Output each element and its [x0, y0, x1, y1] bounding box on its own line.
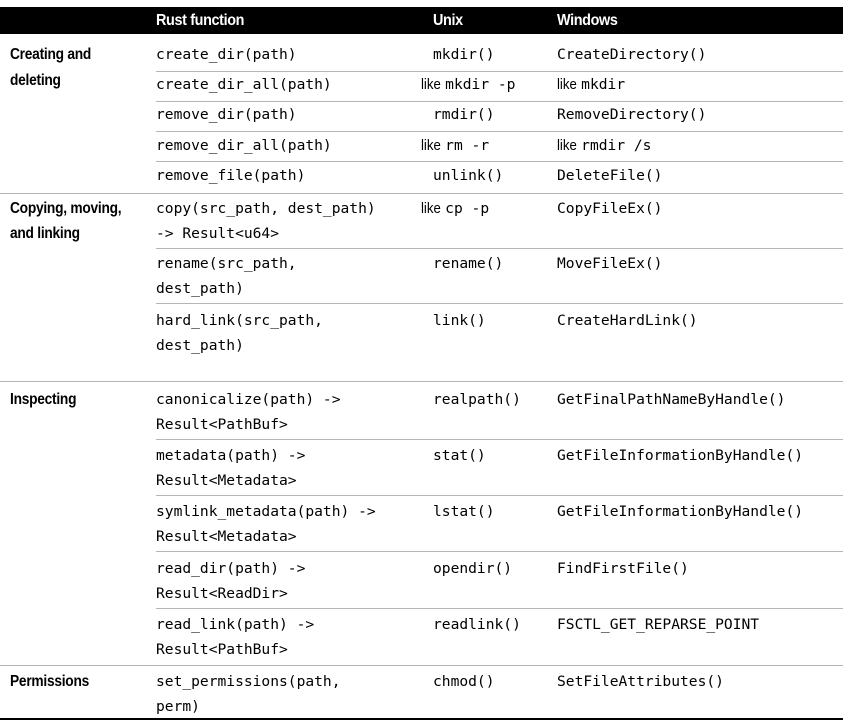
rust-function-line1: copy(src_path, dest_path)	[156, 200, 376, 217]
row-divider	[156, 439, 843, 440]
windows-equivalent: CreateHardLink()	[557, 312, 698, 329]
like-word: like	[557, 137, 577, 154]
rust-function-line1: metadata(path) ->	[156, 447, 306, 464]
row-divider	[156, 495, 843, 496]
header-windows: Windows	[557, 12, 618, 29]
like-word: like	[421, 76, 441, 93]
row-divider	[156, 248, 843, 249]
unix-equivalent: readlink()	[433, 616, 521, 633]
windows-equivalent: RemoveDirectory()	[557, 106, 707, 123]
category-creating-line2: deleting	[10, 72, 61, 89]
windows-code: rmdir /s	[581, 137, 652, 154]
rust-function-line2: dest_path)	[156, 280, 244, 297]
unix-equivalent: stat()	[433, 447, 486, 464]
unix-code: rm -r	[445, 137, 490, 154]
rust-function-line2: perm)	[156, 698, 200, 715]
rust-function-line1: read_link(path) ->	[156, 616, 315, 633]
category-copying-line1: Copying, moving,	[10, 200, 122, 217]
section-divider	[0, 193, 843, 194]
windows-equivalent: FindFirstFile()	[557, 560, 689, 577]
rust-function-line2: dest_path)	[156, 337, 244, 354]
unix-equivalent: like mkdir -p	[421, 72, 515, 98]
unix-equivalent: mkdir()	[433, 46, 495, 63]
windows-code: mkdir	[581, 76, 626, 93]
category-inspecting: Inspecting	[10, 391, 77, 408]
row-divider	[156, 161, 843, 162]
unix-equivalent: like cp -p	[421, 196, 489, 222]
rust-function: create_dir_all(path)	[156, 76, 332, 93]
table-header: Rust function Unix Windows	[0, 7, 843, 34]
rust-function-line2: Result<Metadata>	[156, 528, 297, 545]
windows-equivalent: DeleteFile()	[557, 167, 663, 184]
rust-function-line1: read_dir(path) ->	[156, 560, 306, 577]
category-permissions: Permissions	[10, 673, 89, 690]
windows-equivalent: SetFileAttributes()	[557, 673, 724, 690]
windows-equivalent: FSCTL_GET_REPARSE_POINT	[557, 616, 760, 633]
table-bottom-rule	[0, 718, 843, 720]
windows-equivalent: GetFinalPathNameByHandle()	[557, 391, 786, 408]
windows-equivalent: CopyFileEx()	[557, 200, 663, 217]
unix-equivalent: rename()	[433, 255, 504, 272]
header-unix: Unix	[433, 12, 463, 29]
rust-function-line1: symlink_metadata(path) ->	[156, 503, 376, 520]
section-divider	[0, 381, 843, 382]
rust-function-line1: set_permissions(path,	[156, 673, 341, 690]
windows-equivalent: like mkdir	[557, 72, 625, 98]
unix-equivalent: opendir()	[433, 560, 513, 577]
category-creating-line1: Creating and	[10, 46, 92, 63]
row-divider	[156, 71, 843, 72]
rust-function-line2: Result<ReadDir>	[156, 585, 288, 602]
rust-function-line2: Result<Metadata>	[156, 472, 297, 489]
windows-equivalent: GetFileInformationByHandle()	[557, 503, 804, 520]
rust-function-line2: -> Result<u64>	[156, 225, 280, 242]
rust-function-line1: hard_link(src_path,	[156, 312, 323, 329]
unix-code: mkdir -p	[445, 76, 516, 93]
unix-equivalent: like rm -r	[421, 133, 489, 159]
rust-function: create_dir(path)	[156, 46, 297, 63]
rust-function: remove_dir_all(path)	[156, 137, 332, 154]
like-word: like	[421, 137, 441, 154]
category-copying-line2: and linking	[10, 225, 80, 242]
rust-function-line1: rename(src_path,	[156, 255, 297, 272]
windows-equivalent: CreateDirectory()	[557, 46, 707, 63]
rust-function-line2: Result<PathBuf>	[156, 416, 288, 433]
windows-equivalent: GetFileInformationByHandle()	[557, 447, 804, 464]
row-divider	[156, 303, 843, 304]
unix-code: cp -p	[445, 200, 490, 217]
like-word: like	[557, 76, 577, 93]
unix-equivalent: link()	[433, 312, 486, 329]
rust-function-line2: Result<PathBuf>	[156, 641, 288, 658]
unix-equivalent: realpath()	[433, 391, 521, 408]
windows-equivalent: like rmdir /s	[557, 133, 651, 159]
windows-equivalent: MoveFileEx()	[557, 255, 663, 272]
rust-function: remove_dir(path)	[156, 106, 297, 123]
rust-function: remove_file(path)	[156, 167, 306, 184]
row-divider	[156, 101, 843, 102]
row-divider	[156, 551, 843, 552]
rust-function-line1: canonicalize(path) ->	[156, 391, 341, 408]
row-divider	[156, 131, 843, 132]
section-divider	[0, 665, 843, 666]
unix-equivalent: rmdir()	[433, 106, 495, 123]
unix-equivalent: unlink()	[433, 167, 504, 184]
row-divider	[156, 608, 843, 609]
unix-equivalent: lstat()	[433, 503, 495, 520]
header-rust-function: Rust function	[156, 12, 245, 29]
unix-equivalent: chmod()	[433, 673, 495, 690]
like-word: like	[421, 200, 441, 217]
